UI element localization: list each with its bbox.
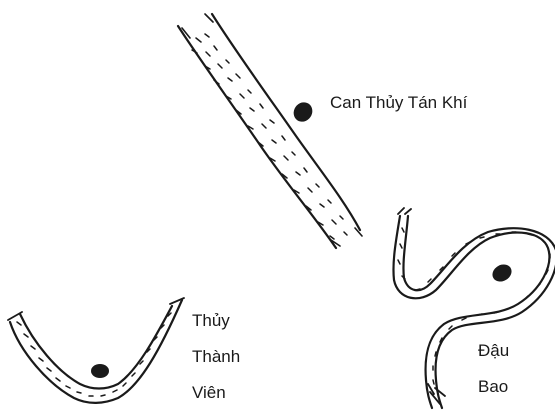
meander-river-water-dashes [398, 228, 550, 384]
straight-river-bank-texture [182, 14, 362, 246]
straight-river-house-dot [290, 99, 316, 126]
curved-river-label: Thủy Thành Viên [192, 311, 245, 402]
curved-river-end-strokes [8, 298, 184, 320]
meander-river-house-dot [489, 261, 514, 285]
straight-river-bank-left [178, 26, 336, 248]
meander-river-label: Đậu Bao [478, 341, 514, 396]
straight-river-water-dashes [192, 34, 347, 239]
curved-river-water-dashes [17, 313, 171, 396]
meander-river-bank-a [393, 216, 549, 408]
meander-river-figure: Đậu Bao [393, 208, 555, 408]
curved-river-figure: Thủy Thành Viên [8, 298, 245, 403]
straight-river-figure: Can Thủy Tán Khí [178, 14, 468, 248]
straight-river-bank-right [212, 14, 360, 230]
curved-river-bank-outer [10, 300, 182, 403]
curved-river-house-dot [91, 364, 109, 378]
straight-river-label: Can Thủy Tán Khí [330, 93, 468, 112]
